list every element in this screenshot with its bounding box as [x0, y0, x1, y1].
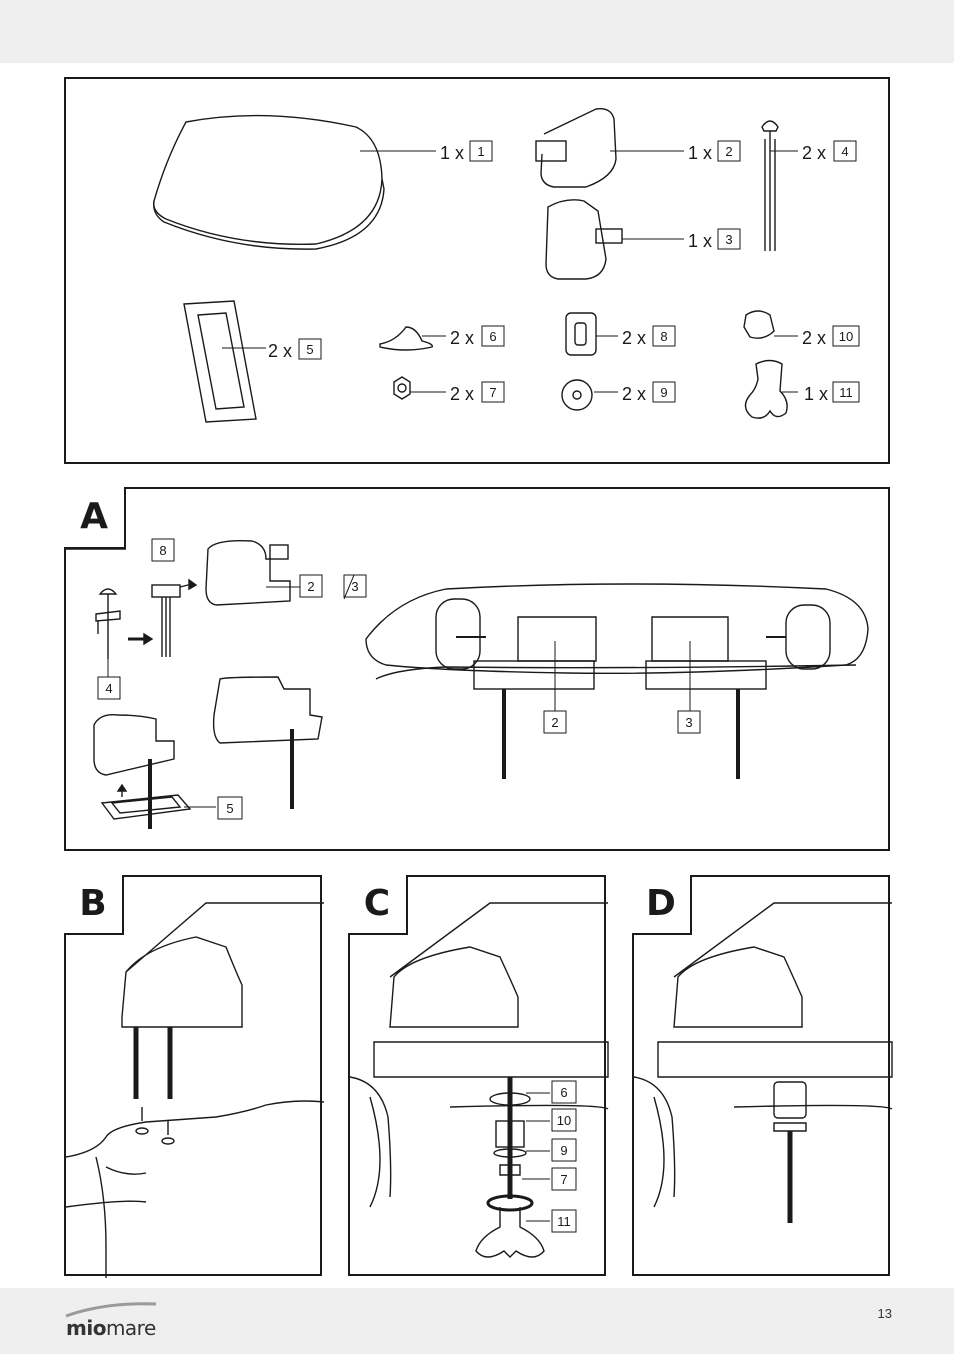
- step-c-illustration: 6 10 9 7 11: [349, 902, 609, 1258]
- expansion-anchor-drawing: [743, 310, 775, 339]
- step-a-callout-2-seat: 2: [551, 715, 558, 730]
- rubber-washer-drawing: [379, 326, 433, 351]
- part-11-qty: 1 x: [804, 384, 828, 404]
- part-6-qty: 2 x: [450, 328, 474, 348]
- brand-logo: miomare: [66, 1316, 156, 1340]
- part-1-number: 1: [477, 144, 484, 159]
- step-d-label: D: [632, 875, 692, 935]
- parts-panel: 1 x 1 1 x 2 1 x 3 2 x 4 2 x 5 2 x 6 2 x …: [64, 77, 890, 464]
- hinge-right-drawing: [545, 199, 607, 280]
- part-8-qty: 2 x: [622, 328, 646, 348]
- part-2-number: 2: [725, 144, 732, 159]
- footer-band: [0, 1288, 954, 1354]
- part-11-number: 11: [839, 385, 853, 400]
- step-c-callout-7: 7: [560, 1172, 567, 1187]
- part-1-qty: 1 x: [440, 143, 464, 163]
- parts-illustrations: 1 x 1 1 x 2 1 x 3 2 x 4 2 x 5 2 x 6 2 x …: [153, 108, 860, 423]
- step-a-callout-3: 3: [351, 579, 358, 594]
- part-9-qty: 2 x: [622, 384, 646, 404]
- step-c-callout-10: 10: [557, 1113, 571, 1128]
- step-b-label: B: [64, 875, 124, 935]
- part-5-qty: 2 x: [268, 341, 292, 361]
- part-8-number: 8: [660, 329, 667, 344]
- step-a-panel: A: [64, 487, 890, 851]
- part-7-number: 7: [489, 385, 496, 400]
- step-a-callout-2: 2: [307, 579, 314, 594]
- part-10-qty: 2 x: [802, 328, 826, 348]
- step-a-callout-3-seat: 3: [685, 715, 692, 730]
- step-c-callout-6: 6: [560, 1085, 567, 1100]
- spacer-drawing: [565, 312, 597, 356]
- part-5-number: 5: [306, 342, 313, 357]
- step-c-callout-11: 11: [557, 1214, 571, 1229]
- step-b-panel: B: [64, 875, 325, 1278]
- base-plate-drawing: [183, 300, 257, 423]
- step-c-label: C: [348, 875, 408, 935]
- part-2-qty: 1 x: [688, 143, 712, 163]
- page-number: 13: [877, 1306, 892, 1321]
- step-a-callout-5: 5: [226, 801, 233, 816]
- part-4-qty: 2 x: [802, 143, 826, 163]
- step-c-panel: C 6 10 9: [348, 875, 609, 1276]
- hinge-left-drawing: [540, 108, 617, 188]
- step-a-callout-8: 8: [159, 543, 166, 558]
- step-a-label: A: [64, 487, 126, 549]
- part-4-number: 4: [841, 144, 848, 159]
- header-band: [0, 0, 954, 63]
- step-b-illustration: [65, 902, 325, 1278]
- step-d-panel: D: [632, 875, 893, 1276]
- part-3-number: 3: [725, 232, 732, 247]
- part-6-number: 6: [489, 329, 496, 344]
- nut-drawing: [393, 376, 411, 400]
- part-3-qty: 1 x: [688, 231, 712, 251]
- brand-swoosh-icon: [65, 1302, 157, 1318]
- step-d-illustration: [633, 902, 893, 1223]
- step-a-illustration: 8 2 3 4 5 2 3: [66, 538, 869, 829]
- step-c-callout-9: 9: [560, 1143, 567, 1158]
- wing-tool-drawing: [744, 359, 788, 419]
- part-9-number: 9: [660, 385, 667, 400]
- part-10-number: 10: [839, 329, 853, 344]
- step-a-callout-4: 4: [105, 681, 112, 696]
- bolt-drawing: [761, 120, 779, 132]
- toilet-seat-drawing: [153, 114, 383, 245]
- washer-drawing: [561, 379, 593, 411]
- part-7-qty: 2 x: [450, 384, 474, 404]
